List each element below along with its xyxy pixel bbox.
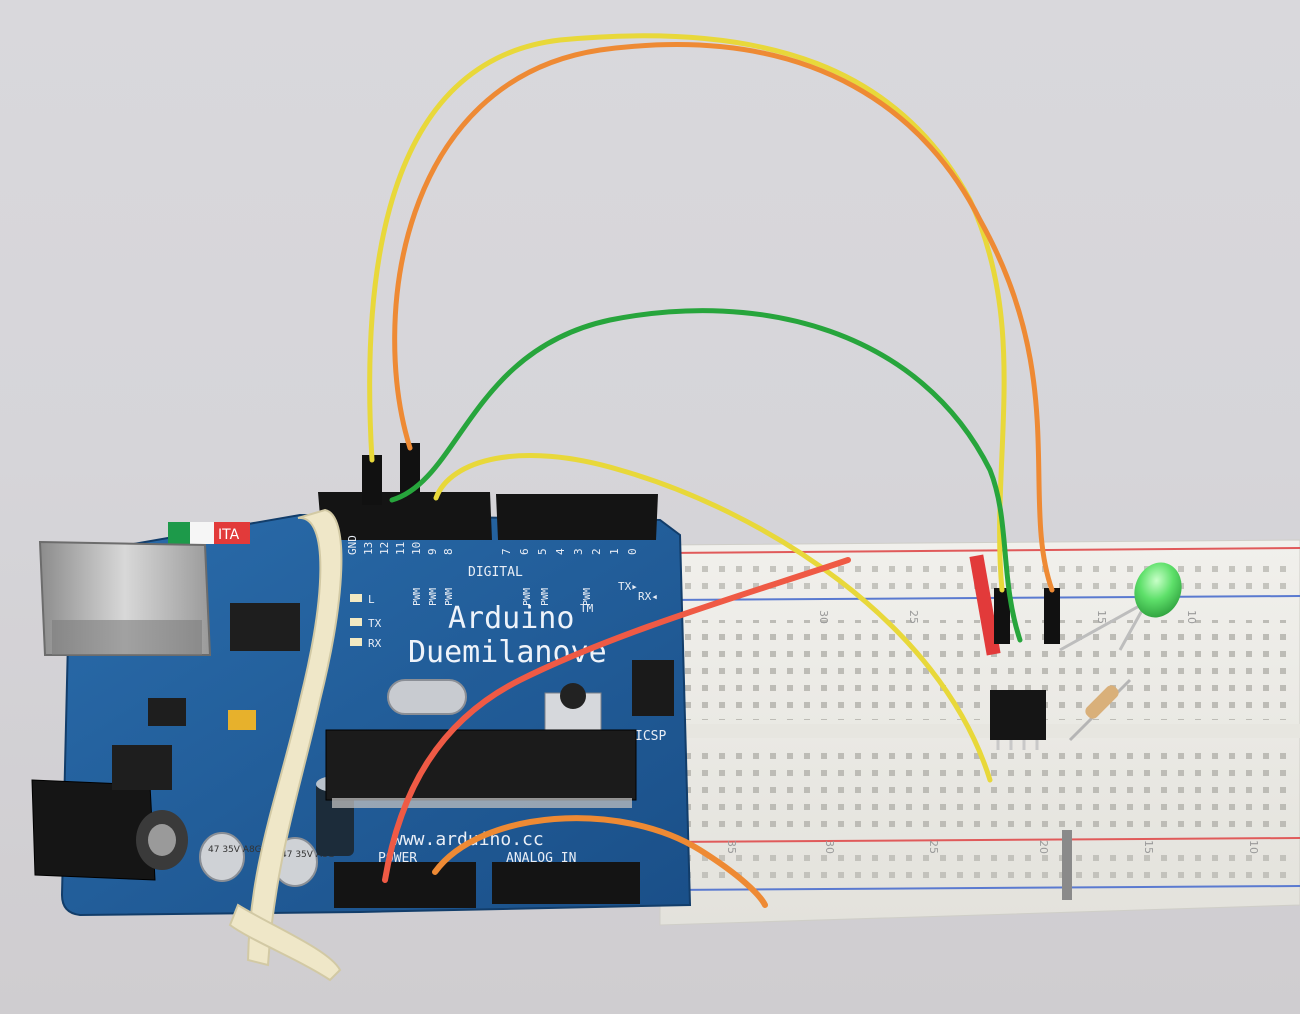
crystal-oscillator [387, 679, 467, 715]
bb-num-top-3: 15 [1095, 610, 1108, 624]
flag-text: ITA [218, 527, 240, 543]
yellow-wire-long [367, 33, 1007, 593]
led-tx-label: TX [368, 617, 382, 630]
green-wire [389, 308, 1023, 643]
bb-num-bottom-2: 25 [927, 840, 940, 854]
ic-chip-555 [990, 690, 1046, 750]
pwm-label-9: PWM [444, 588, 455, 606]
voltage-regulator [112, 745, 172, 790]
led-rx-label: RX [368, 637, 382, 650]
analog-label: ANALOG IN [506, 851, 576, 866]
bb-num-bottom-0: 35 [725, 840, 738, 854]
reset-button[interactable] [544, 683, 602, 736]
brand-label: Arduino [448, 601, 574, 636]
icsp-header: ICSP [632, 660, 674, 744]
digital-header [318, 492, 658, 540]
pin-label-gnd: GND [346, 535, 359, 555]
pin-label-12: 12 [378, 542, 391, 555]
bb-num-bottom-3: 20 [1037, 840, 1050, 854]
pin-label-1: 1 [608, 548, 621, 555]
pwm-label-10: PWM [428, 588, 439, 606]
pin-label-13: 13 [362, 542, 375, 555]
green-led [1059, 562, 1182, 652]
italian-flag: ITA [168, 522, 250, 544]
bb-num-bottom-5: 10 [1247, 840, 1260, 854]
pwm-label-3: PWM [582, 588, 593, 606]
pin-label-11: 11 [394, 542, 407, 555]
capacitor-1: 47 35V A8G [199, 832, 262, 882]
pwm-label-11: PWM [412, 588, 423, 606]
wire-plug-pins [362, 443, 1060, 656]
arduino-board: ITA 47 35V A8G 47 35V A8G [31, 492, 692, 917]
wires [367, 33, 1055, 908]
tx-arrow-label: TX▸ [618, 580, 638, 593]
trademark-label: TM [580, 602, 594, 615]
pin-label-3: 3 [572, 548, 585, 555]
url-label: www.arduino.cc [392, 829, 544, 850]
pin-label-0: 0 [626, 548, 639, 555]
orange-wire-short [432, 815, 768, 908]
pwm-label-6: PWM [522, 588, 533, 606]
fuse [228, 710, 256, 730]
digital-label: DIGITAL [468, 565, 523, 580]
pin-label-7: 7 [500, 548, 513, 555]
usb-chip [230, 603, 300, 651]
pin-label-8: 8 [442, 548, 455, 555]
bb-num-bottom-1: 30 [823, 840, 836, 854]
jumper-link [1062, 830, 1072, 900]
capacitor-1-label: 47 35V A8G [208, 845, 262, 855]
dc-power-jack [31, 779, 188, 881]
capacitor-2-label: 47 35V A8G [281, 850, 335, 860]
power-label: POWER [378, 851, 417, 866]
pin-label-2: 2 [590, 548, 603, 555]
pin-label-6: 6 [518, 548, 531, 555]
red-wire [382, 557, 851, 883]
breadboard: 30 25 20 15 10 35 30 25 20 15 10 [659, 539, 1300, 926]
yellow-wire-short [433, 452, 993, 783]
small-chip [148, 698, 186, 726]
rubber-band [228, 508, 343, 982]
bb-num-top-0: 30 [817, 610, 830, 624]
pin-label-9: 9 [426, 548, 439, 555]
rx-arrow-label: RX◂ [638, 590, 658, 603]
pwm-label-5: PWM [540, 588, 551, 606]
status-leds: L TX RX [350, 593, 382, 650]
orange-wire-long [392, 42, 1055, 593]
bb-num-bottom-4: 15 [1142, 840, 1155, 854]
pin-label-5: 5 [536, 548, 549, 555]
pin-label-10: 10 [410, 542, 423, 555]
usb-connector [38, 540, 212, 656]
bb-num-top-1: 25 [907, 610, 920, 624]
atmega-microcontroller [325, 729, 637, 808]
pwm-labels: PWM PWM PWM PWM PWM PWM [412, 588, 593, 606]
pin-label-4: 4 [554, 548, 567, 555]
led-l-label: L [368, 593, 375, 606]
breadboard-bottom-numbers: 35 30 25 20 15 10 [725, 840, 1260, 854]
resistor [1068, 678, 1132, 742]
icsp-label: ICSP [635, 729, 666, 744]
bb-num-top-4: 10 [1185, 610, 1198, 624]
power-analog-headers [334, 862, 640, 908]
